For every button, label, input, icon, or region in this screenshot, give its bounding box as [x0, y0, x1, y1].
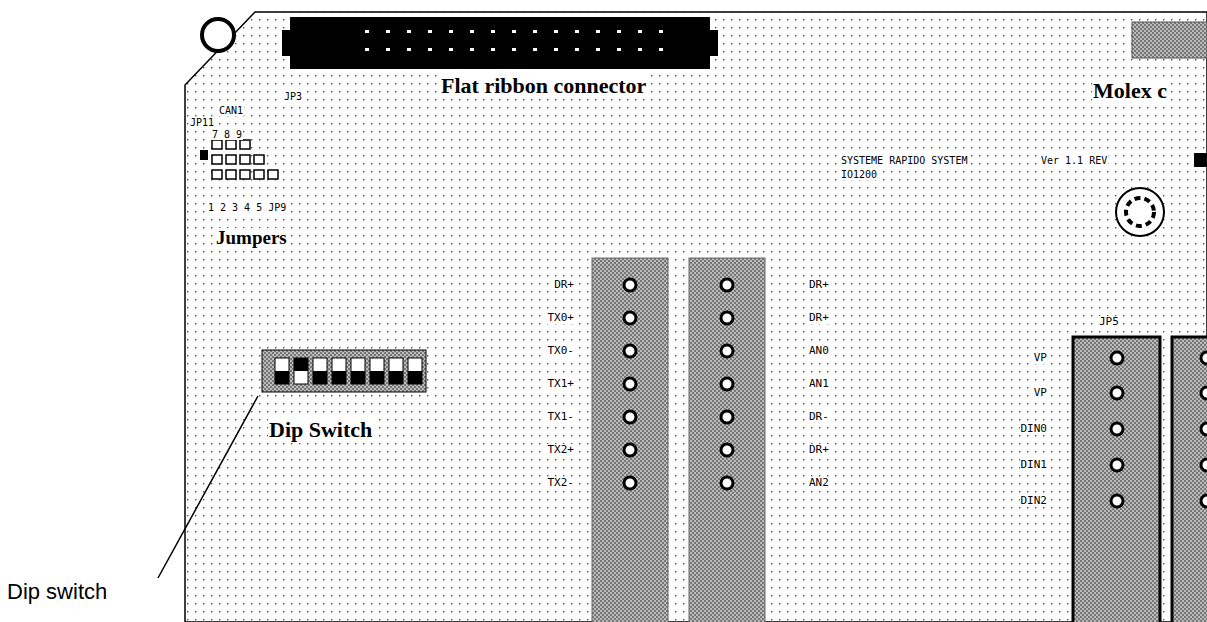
pin-label: DR- [808, 411, 830, 423]
pin-label: TX2- [547, 477, 576, 489]
pin-label: DR+ [808, 312, 830, 324]
pin-label: TX1- [547, 411, 576, 423]
part-name: Dip Switch [268, 418, 373, 442]
board-marking: JP3 [283, 91, 303, 102]
board-marking: SYSTEME RAPIDO SYSTEM [840, 155, 968, 166]
pin-label: DIN0 [1020, 423, 1049, 435]
pin-label: AN1 [808, 378, 830, 390]
pin-label: TX1+ [547, 378, 576, 390]
board-marking: 1 2 3 4 5 JP9 [207, 202, 287, 213]
part-name: Jumpers [215, 228, 288, 249]
part-name: Molex c [1092, 79, 1168, 103]
pin-label: AN2 [808, 477, 830, 489]
pin-label: TX2+ [547, 444, 576, 456]
board-marking: IO1200 [840, 169, 878, 180]
board-marking: CAN1 [218, 105, 244, 116]
pin-label: JP5 [1098, 316, 1120, 328]
leader-line [158, 396, 258, 578]
pin-label: TX0- [547, 345, 576, 357]
callout-label: Dip switch [6, 580, 108, 604]
board-marking: 7 8 9 [211, 129, 243, 140]
pin-label: DIN2 [1020, 495, 1049, 507]
pin-label: VP [1033, 352, 1048, 364]
pin-label: DIN1 [1020, 459, 1049, 471]
board-marking: JP11 [189, 117, 215, 128]
pin-label: AN0 [808, 345, 830, 357]
pin-label: DR+ [553, 279, 575, 291]
pin-label: DR+ [808, 279, 830, 291]
part-name: Flat ribbon connector [440, 74, 647, 98]
pin-label: TX0+ [547, 312, 576, 324]
pin-label: DR+ [808, 444, 830, 456]
pin-label: VP [1033, 387, 1048, 399]
board-marking: Ver 1.1 REV [1040, 155, 1108, 166]
